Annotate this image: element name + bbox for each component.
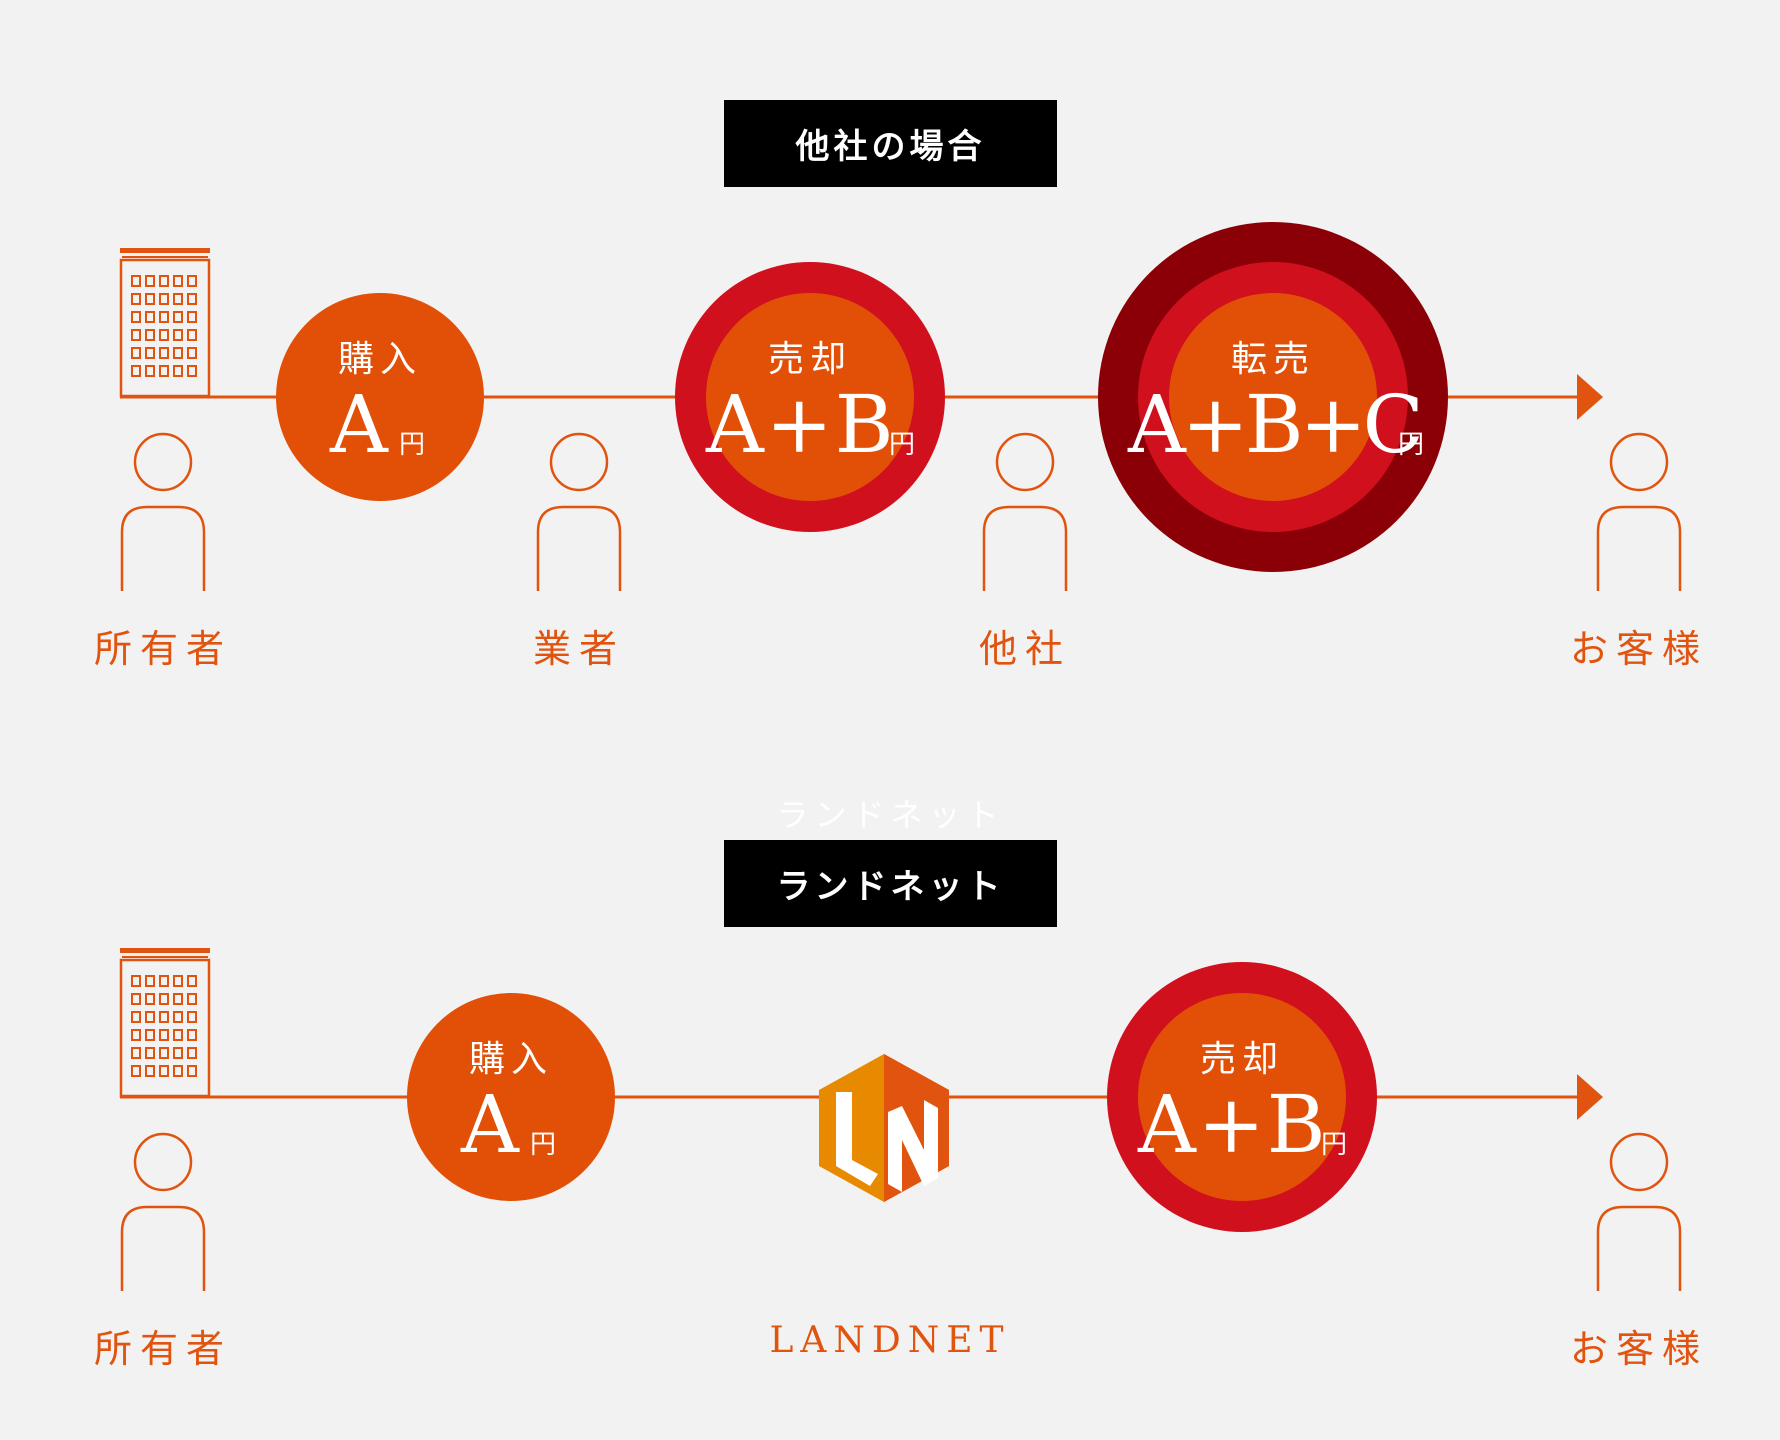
sale-label: 売却 bbox=[1199, 1039, 1284, 1080]
person-icon bbox=[982, 432, 1068, 593]
resale-value: A+B+C bbox=[1128, 378, 1424, 471]
person-label-owner: 所有者 bbox=[93, 1327, 232, 1371]
sale-unit: 円 bbox=[1321, 1130, 1348, 1160]
section-title-landnet: ランドネット bbox=[724, 840, 1057, 927]
person-label-customer: お客様 bbox=[1569, 1327, 1708, 1371]
section-title-others: 他社の場合 bbox=[724, 100, 1057, 187]
purchase-value: A bbox=[461, 1078, 519, 1171]
arrow-head-icon bbox=[1577, 374, 1603, 420]
person-label-customer: お客様 bbox=[1569, 627, 1708, 671]
person-icon bbox=[120, 1132, 206, 1293]
purchase-label: 購入 bbox=[468, 1039, 553, 1080]
purchase-unit: 円 bbox=[530, 1130, 557, 1160]
ghost-title: ランドネット bbox=[776, 796, 1005, 834]
brand-name: LANDNET bbox=[769, 1320, 1011, 1361]
purchase-circle bbox=[276, 293, 484, 501]
sale-circle bbox=[675, 262, 945, 532]
purchase-label: 購入 bbox=[337, 339, 422, 380]
sale-value: A+B bbox=[1138, 1078, 1328, 1171]
purchase-circle bbox=[407, 993, 615, 1201]
arrow-head-icon bbox=[1577, 1074, 1603, 1120]
person-icon bbox=[1596, 1132, 1682, 1293]
person-icon bbox=[536, 432, 622, 593]
person-icon bbox=[1596, 432, 1682, 593]
purchase-unit: 円 bbox=[399, 430, 426, 460]
landnet-logo bbox=[819, 1054, 949, 1202]
sale-unit: 円 bbox=[889, 430, 916, 460]
purchase-value: A bbox=[330, 378, 388, 471]
building-icon bbox=[118, 946, 212, 1098]
building-icon bbox=[118, 246, 212, 398]
person-label-dealer: 業者 bbox=[532, 627, 625, 671]
person-label-other: 他社 bbox=[978, 627, 1071, 671]
resale-unit: 円 bbox=[1398, 430, 1425, 460]
sale-label: 売却 bbox=[767, 339, 852, 380]
resale-label: 転売 bbox=[1230, 339, 1315, 380]
resale-circle bbox=[1098, 222, 1448, 572]
person-label-owner: 所有者 bbox=[93, 627, 232, 671]
sale-value: A+B bbox=[706, 378, 896, 471]
sale-circle bbox=[1107, 962, 1377, 1232]
person-icon bbox=[120, 432, 206, 593]
